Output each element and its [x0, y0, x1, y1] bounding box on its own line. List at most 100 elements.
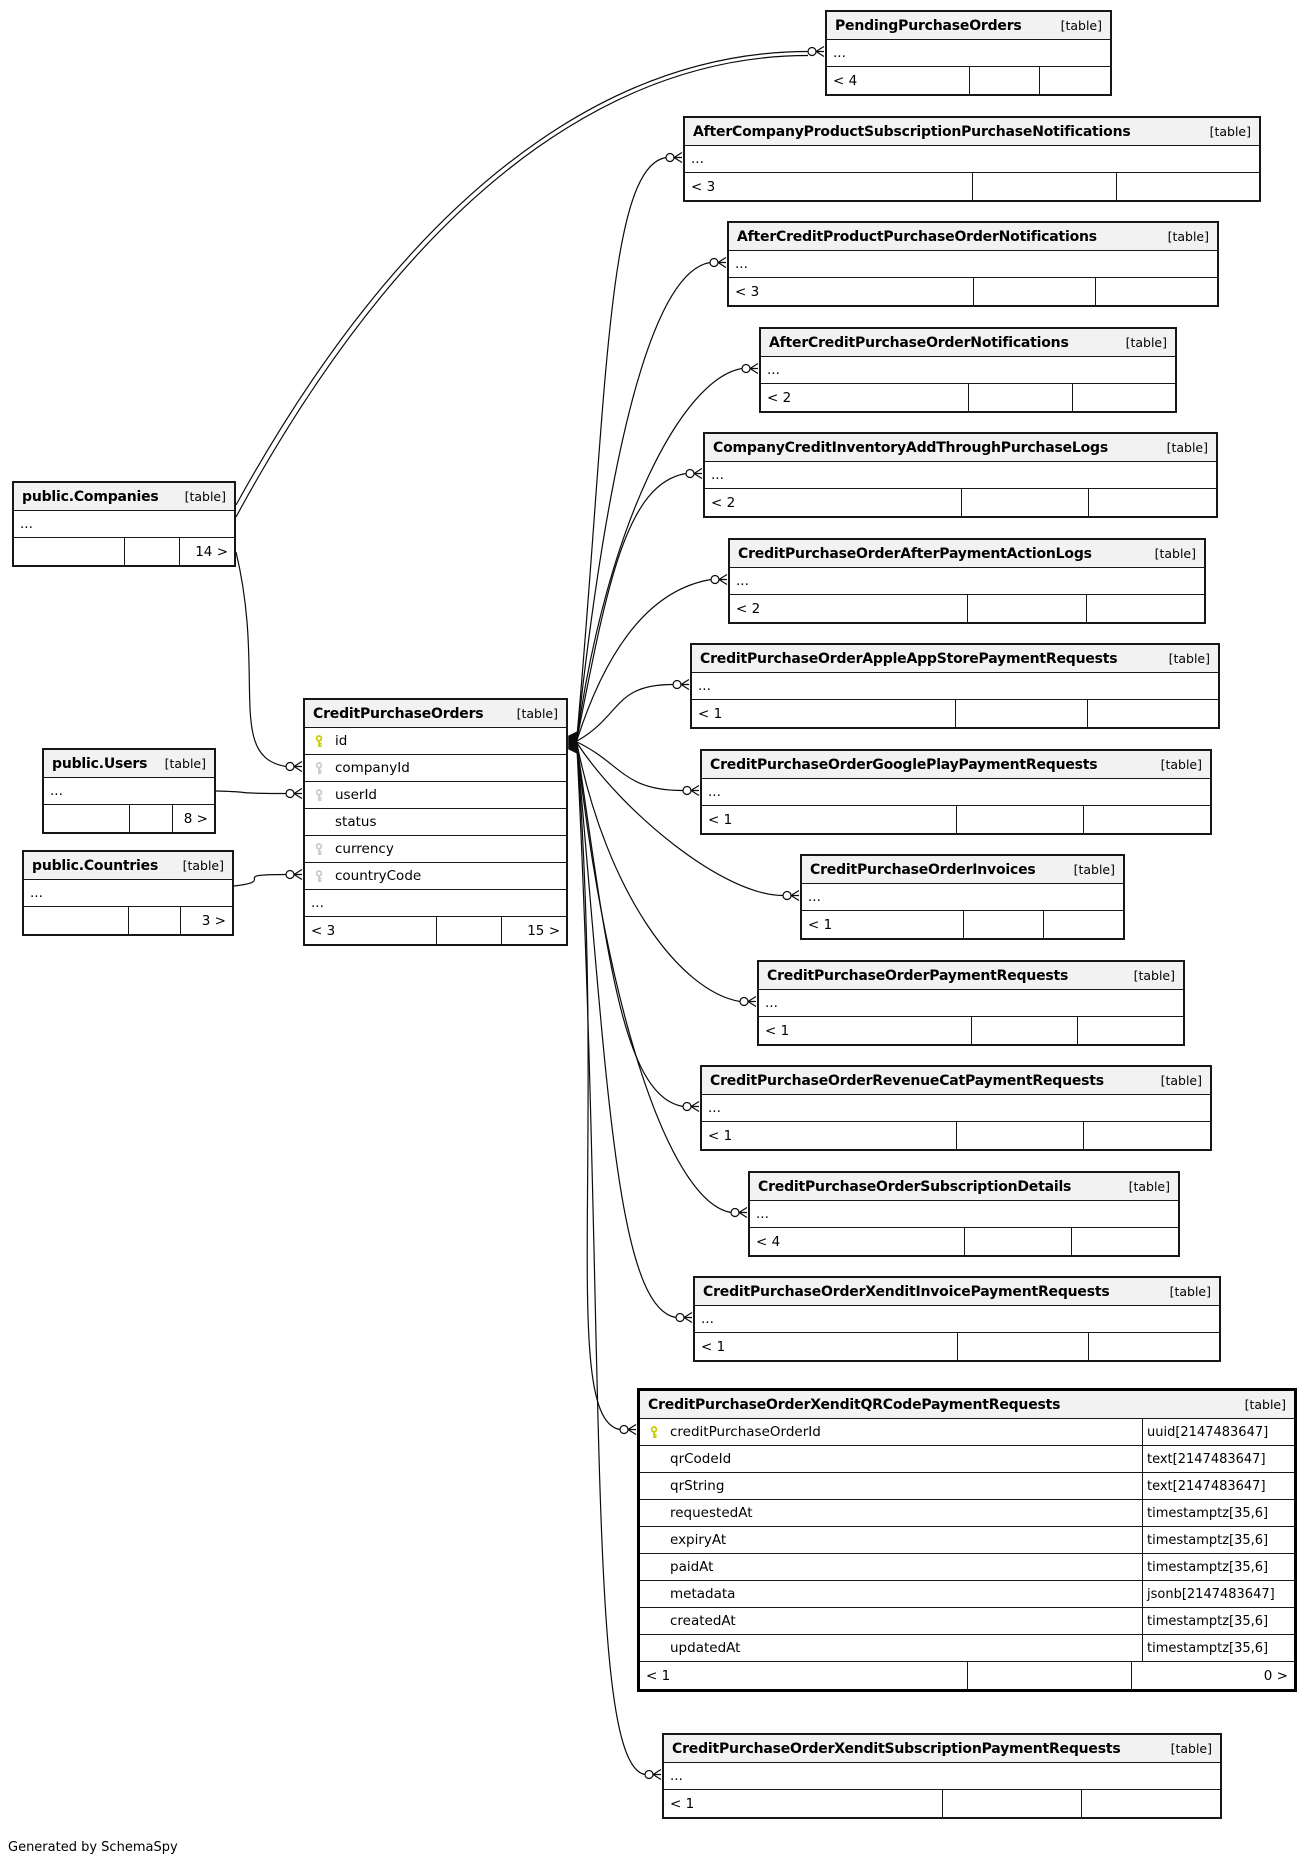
footer-parents-count	[24, 907, 128, 934]
fk-relationship-line	[233, 873, 287, 887]
column-name: ...	[698, 678, 711, 694]
fk-relationship-line	[576, 578, 712, 741]
table-footer: < 1	[759, 1017, 1183, 1044]
crow-foot-icon	[738, 1206, 748, 1219]
table-header[interactable]: CreditPurchaseOrderInvoices[table]	[802, 856, 1123, 884]
column-name: ...	[30, 885, 43, 901]
column-name: qrString	[670, 1478, 725, 1494]
footer-parents-count: < 2	[736, 600, 761, 617]
table-footer: < 3	[685, 173, 1259, 200]
table-node-AfterCreditPurchaseOrderNotifications[interactable]: AfterCreditPurchaseOrderNotifications[ta…	[759, 327, 1177, 413]
table-node-public.Countries[interactable]: public.Countries[table]...3 >	[22, 850, 234, 936]
column-name: ...	[670, 1768, 683, 1784]
table-node-AfterCompanyProductSubscriptionPurchaseNotifications[interactable]: AfterCompanyProductSubscriptionPurchaseN…	[683, 116, 1261, 202]
footer-spacer	[973, 278, 1095, 305]
zero-or-many-circle-icon	[682, 785, 692, 796]
table-footer: < 2	[730, 595, 1204, 622]
column-name: requestedAt	[670, 1505, 753, 1521]
column-datatype: timestamptz[35,6]	[1142, 1554, 1294, 1580]
footer-parents-count: < 2	[711, 494, 736, 511]
footer-spacer	[964, 1228, 1071, 1255]
table-node-public.Users[interactable]: public.Users[table]...8 >	[42, 748, 216, 834]
footer-children-count	[1081, 1790, 1220, 1817]
column-row: id	[305, 728, 566, 755]
fk-relationship-line	[235, 551, 287, 768]
table-header[interactable]: public.Users[table]	[44, 750, 214, 778]
footer-spacer	[435, 917, 501, 944]
table-header[interactable]: CompanyCreditInventoryAddThroughPurchase…	[705, 434, 1216, 462]
table-name: public.Companies	[22, 488, 159, 505]
table-node-CreditPurchaseOrderXenditSubscriptionPaymentRequests[interactable]: CreditPurchaseOrderXenditSubscriptionPay…	[662, 1733, 1222, 1819]
footer-children-count	[1071, 1228, 1178, 1255]
table-type-tag: [table]	[1160, 1073, 1202, 1088]
crow-foot-icon	[693, 467, 703, 480]
primary-key-icon	[315, 734, 323, 747]
column-row: ...	[802, 884, 1123, 911]
table-node-CreditPurchaseOrderRevenueCatPaymentRequests[interactable]: CreditPurchaseOrderRevenueCatPaymentRequ…	[700, 1065, 1212, 1151]
footer-parents-count: < 1	[646, 1667, 671, 1684]
table-header[interactable]: PendingPurchaseOrders[table]	[827, 12, 1110, 40]
crow-foot-icon	[683, 1311, 693, 1324]
table-type-tag: [table]	[1168, 651, 1210, 666]
table-header[interactable]: AfterCreditPurchaseOrderNotifications[ta…	[761, 329, 1175, 357]
parent-arrowhead-icon	[567, 742, 578, 752]
table-header[interactable]: CreditPurchaseOrderAfterPaymentActionLog…	[730, 540, 1204, 568]
table-header[interactable]: CreditPurchaseOrderXenditSubscriptionPay…	[664, 1735, 1220, 1763]
table-header[interactable]: public.Companies[table]	[14, 483, 234, 511]
table-header[interactable]: CreditPurchaseOrderRevenueCatPaymentRequ…	[702, 1067, 1210, 1095]
column-name: creditPurchaseOrderId	[670, 1424, 821, 1440]
table-header[interactable]: CreditPurchaseOrders[table]	[305, 700, 566, 728]
table-name: CreditPurchaseOrderPaymentRequests	[767, 967, 1069, 984]
table-node-public.Companies[interactable]: public.Companies[table]...14 >	[12, 481, 236, 567]
column-name: metadata	[670, 1586, 736, 1602]
crow-foot-icon	[293, 760, 303, 773]
crow-foot-icon	[690, 784, 700, 797]
table-node-CreditPurchaseOrderPaymentRequests[interactable]: CreditPurchaseOrderPaymentRequests[table…	[757, 960, 1185, 1046]
table-header[interactable]: AfterCreditProductPurchaseOrderNotificat…	[729, 223, 1217, 251]
table-name: CreditPurchaseOrderAppleAppStorePaymentR…	[700, 650, 1118, 667]
table-header[interactable]: CreditPurchaseOrderXenditQRCodePaymentRe…	[640, 1391, 1294, 1419]
table-type-tag: [table]	[1170, 1741, 1212, 1756]
table-node-CreditPurchaseOrderGooglePlayPaymentRequests[interactable]: CreditPurchaseOrderGooglePlayPaymentRequ…	[700, 749, 1212, 835]
column-name: ...	[736, 573, 749, 589]
table-header[interactable]: CreditPurchaseOrderAppleAppStorePaymentR…	[692, 645, 1218, 673]
table-node-CreditPurchaseOrderInvoices[interactable]: CreditPurchaseOrderInvoices[table]...< 1	[800, 854, 1125, 940]
parent-arrowhead-icon	[567, 744, 578, 754]
column-name: paidAt	[670, 1559, 714, 1575]
footer-spacer	[128, 907, 180, 934]
footer-children-count	[1095, 278, 1217, 305]
table-footer: < 3	[729, 278, 1217, 305]
table-footer: < 4	[827, 67, 1110, 94]
table-type-tag: [table]	[164, 756, 206, 771]
table-node-CreditPurchaseOrderAfterPaymentActionLogs[interactable]: CreditPurchaseOrderAfterPaymentActionLog…	[728, 538, 1206, 624]
crow-foot-icon	[790, 889, 800, 902]
column-datatype: text[2147483647]	[1142, 1446, 1294, 1472]
footer-parents-count: < 1	[698, 705, 723, 722]
zero-or-many-circle-icon	[685, 468, 695, 479]
table-node-AfterCreditProductPurchaseOrderNotifications[interactable]: AfterCreditProductPurchaseOrderNotificat…	[727, 221, 1219, 307]
table-header[interactable]: CreditPurchaseOrderXenditInvoicePaymentR…	[695, 1278, 1219, 1306]
footer-children-count: 15 >	[500, 917, 566, 944]
footer-parents-count: < 1	[701, 1338, 726, 1355]
fk-relationship-line	[576, 745, 732, 1214]
table-header[interactable]: CreditPurchaseOrderPaymentRequests[table…	[759, 962, 1183, 990]
table-header[interactable]: CreditPurchaseOrderSubscriptionDetails[t…	[750, 1173, 1178, 1201]
table-node-CreditPurchaseOrderSubscriptionDetails[interactable]: CreditPurchaseOrderSubscriptionDetails[t…	[748, 1171, 1180, 1257]
column-name: ...	[808, 889, 821, 905]
column-name: expiryAt	[670, 1532, 727, 1548]
table-node-CreditPurchaseOrderAppleAppStorePaymentRequests[interactable]: CreditPurchaseOrderAppleAppStorePaymentR…	[690, 643, 1220, 729]
table-header[interactable]: CreditPurchaseOrderGooglePlayPaymentRequ…	[702, 751, 1210, 779]
table-node-PendingPurchaseOrders[interactable]: PendingPurchaseOrders[table]...< 4	[825, 10, 1112, 96]
table-node-CreditPurchaseOrderXenditInvoicePaymentRequests[interactable]: CreditPurchaseOrderXenditInvoicePaymentR…	[693, 1276, 1221, 1362]
table-header[interactable]: AfterCompanyProductSubscriptionPurchaseN…	[685, 118, 1259, 146]
crow-foot-icon	[673, 151, 683, 164]
table-node-CreditPurchaseOrderXenditQRCodePaymentRequests[interactable]: CreditPurchaseOrderXenditQRCodePaymentRe…	[637, 1388, 1297, 1692]
column-name: companyId	[335, 760, 410, 776]
table-node-CompanyCreditInventoryAddThroughPurchaseLogs[interactable]: CompanyCreditInventoryAddThroughPurchase…	[703, 432, 1218, 518]
table-header[interactable]: public.Countries[table]	[24, 852, 232, 880]
table-footer: < 2	[761, 384, 1175, 411]
